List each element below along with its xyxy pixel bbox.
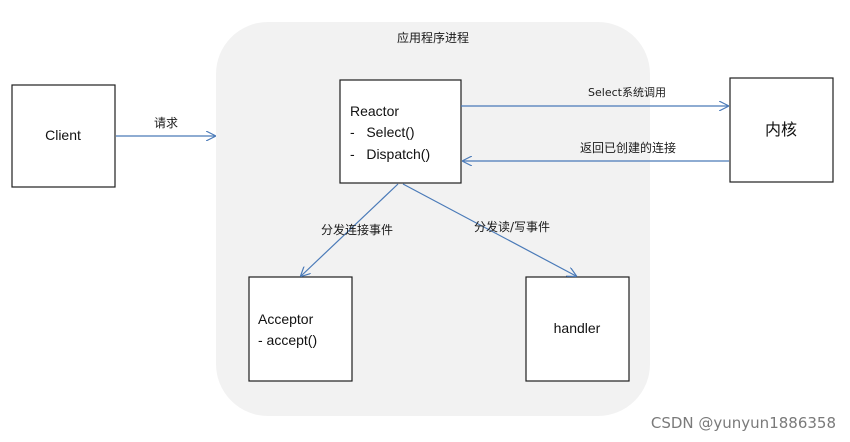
kernel-node: 内核	[729, 77, 834, 183]
reactor-node: Reactor - Select() - Dispatch()	[339, 79, 462, 184]
edge-dispatch-readwrite: 分发读/写事件	[402, 183, 576, 276]
process-label: 应用程序进程	[397, 30, 469, 45]
edge-request: 请求	[116, 116, 215, 136]
edge-dispatch-connection: 分发连接事件	[301, 183, 399, 276]
acceptor-method-accept: - accept()	[258, 332, 317, 348]
edge-dispatch-connection-label: 分发连接事件	[321, 222, 393, 237]
handler-label: handler	[554, 320, 601, 336]
edge-return-connection-label: 返回已创建的连接	[580, 140, 676, 155]
reactor-title: Reactor	[350, 103, 399, 119]
kernel-label: 内核	[765, 120, 797, 139]
handler-node: handler	[525, 276, 630, 382]
client-label: Client	[45, 127, 81, 143]
acceptor-title: Acceptor	[258, 311, 314, 327]
edge-dispatch-readwrite-label: 分发读/写事件	[474, 219, 550, 234]
watermark-text: CSDN @yunyun1886358	[651, 414, 836, 432]
edge-select-call-label: Select系统调用	[588, 86, 666, 99]
edge-return-connection: 返回已创建的连接	[463, 140, 729, 161]
acceptor-node: Acceptor - accept()	[248, 276, 353, 382]
reactor-method-select: - Select()	[350, 124, 415, 140]
edge-select-call: Select系统调用	[461, 86, 728, 106]
edge-request-label: 请求	[154, 116, 178, 130]
client-node: Client	[11, 84, 116, 188]
reactor-method-dispatch: - Dispatch()	[350, 146, 430, 162]
